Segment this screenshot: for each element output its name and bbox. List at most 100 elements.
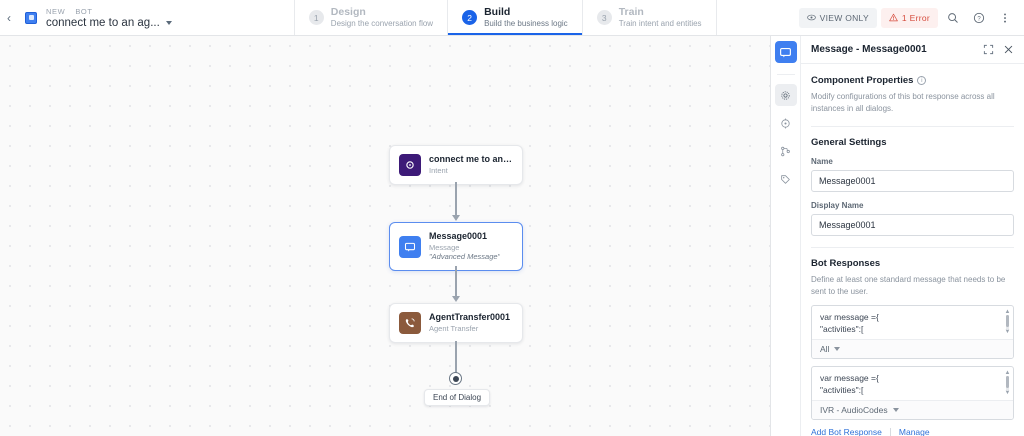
more-vertical-icon[interactable] — [994, 7, 1016, 29]
panel-title: Message - Message0001 — [811, 44, 927, 55]
close-icon[interactable] — [1001, 42, 1016, 57]
node-note: "Advanced Message" — [429, 252, 501, 262]
view-only-label: VIEW ONLY — [819, 12, 869, 23]
code-line: var message ={ — [820, 312, 879, 322]
help-circle-icon[interactable]: ? — [968, 7, 990, 29]
display-name-field-group: Display Name — [811, 201, 1014, 236]
node-type: Intent — [429, 165, 448, 175]
divider — [811, 247, 1014, 248]
code-line: "activities":[ — [820, 385, 864, 396]
manage-link[interactable]: Manage — [898, 427, 930, 436]
properties-panel: Message - Message0001 — [770, 36, 1024, 436]
bot-response-code[interactable]: var message ={ "activities":[ ▲ ▼ — [812, 306, 1013, 340]
scroll-down-icon[interactable]: ▼ — [1004, 390, 1011, 397]
node-name: AgentTransfer0001 — [429, 312, 511, 323]
flow-arrow-icon — [451, 215, 460, 221]
bot-response-code[interactable]: var message ={ "activities":[ ▲ ▼ — [812, 367, 1013, 401]
branch-icon[interactable] — [775, 140, 797, 162]
expand-icon[interactable] — [981, 42, 996, 57]
gear-icon[interactable] — [774, 84, 797, 106]
step-subtitle: Build the business logic — [484, 19, 568, 29]
back-icon[interactable]: ‹ — [7, 10, 11, 25]
flow-canvas[interactable]: connect me to an a... Intent Message0001… — [0, 36, 770, 436]
panel-header: Message - Message0001 — [801, 36, 1024, 64]
tab-build[interactable]: 2 Build Build the business logic — [447, 0, 582, 35]
channel-label: All — [820, 344, 830, 354]
tag-icon[interactable] — [775, 168, 797, 190]
flow-node-agent-transfer[interactable]: AgentTransfer0001 Agent Transfer — [389, 303, 523, 343]
divider — [811, 126, 1014, 127]
channel-label: IVR - AudioCodes — [820, 405, 888, 415]
flow-edge — [455, 266, 457, 298]
panel-icon-rail — [771, 36, 801, 436]
tab-train[interactable]: 3 Train Train intent and entities — [581, 0, 717, 35]
flow-edge — [455, 182, 457, 217]
channel-select[interactable]: All — [812, 340, 1013, 358]
general-settings-title: General Settings — [811, 137, 887, 148]
eye-icon — [806, 14, 816, 21]
top-bar-actions: VIEW ONLY 1 Error ? — [798, 0, 1024, 35]
bot-responses-description: Define at least one standard message tha… — [811, 275, 1006, 296]
top-bar: ‹ NEW BOT connect me to an ag... 1 Desig… — [0, 0, 1024, 36]
channel-select[interactable]: IVR - AudioCodes — [812, 401, 1013, 419]
message-icon — [399, 235, 421, 258]
end-node-icon[interactable] — [449, 372, 462, 385]
intent-icon — [399, 154, 421, 176]
flow-node-intent[interactable]: connect me to an a... Intent — [389, 145, 523, 185]
bot-response-item: var message ={ "activities":[ ▲ ▼ All — [811, 305, 1014, 359]
scroll-down-icon[interactable]: ▼ — [1004, 329, 1011, 336]
scrollbar[interactable]: ▲ ▼ — [1004, 308, 1011, 337]
component-properties-header: Component Properties i — [811, 75, 1014, 86]
flow-node-message[interactable]: Message0001 Message "Advanced Message" — [389, 222, 523, 272]
bot-response-links: Add Bot Response Manage — [811, 427, 1014, 436]
component-properties-description: Modify configurations of this bot respon… — [811, 92, 995, 113]
bot-name-label: connect me to an ag... — [46, 16, 160, 29]
error-count-label: 1 Error — [901, 12, 930, 23]
scroll-up-icon[interactable]: ▲ — [1004, 309, 1011, 315]
display-name-input[interactable] — [811, 214, 1014, 236]
search-icon[interactable] — [942, 7, 964, 29]
svg-text:?: ? — [977, 16, 981, 22]
name-field-group: Name — [811, 157, 1014, 192]
step-number: 2 — [462, 10, 478, 25]
step-number: 1 — [308, 10, 324, 25]
code-line: "activities":[ — [820, 324, 864, 335]
name-input[interactable] — [811, 170, 1014, 192]
scrollbar[interactable]: ▲ ▼ — [1004, 369, 1011, 398]
code-line: var message ={ — [820, 373, 879, 383]
target-icon[interactable] — [775, 112, 797, 134]
node-type: Message — [429, 242, 460, 252]
step-title: Design — [330, 5, 366, 18]
chevron-down-icon — [892, 408, 899, 412]
link-divider — [889, 427, 891, 436]
bot-response-item: var message ={ "activities":[ ▲ ▼ IVR - … — [811, 366, 1014, 420]
step-title: Build — [484, 5, 511, 18]
info-icon[interactable]: i — [917, 76, 927, 85]
flow-arrow-icon — [451, 296, 460, 302]
message-panel-icon[interactable] — [774, 41, 797, 63]
name-label: Name — [811, 157, 833, 166]
chevron-down-icon[interactable] — [165, 20, 172, 25]
display-name-label: Display Name — [811, 201, 864, 210]
agent-transfer-icon — [399, 312, 421, 334]
step-subtitle: Train intent and entities — [618, 19, 702, 29]
rail-divider — [776, 74, 795, 75]
tab-design[interactable]: 1 Design Design the conversation flow — [293, 0, 447, 35]
breadcrumb-bot: BOT — [75, 6, 93, 16]
scroll-up-icon[interactable]: ▲ — [1004, 370, 1011, 376]
end-of-dialog-label: End of Dialog — [424, 389, 491, 406]
app-logo-icon[interactable] — [18, 0, 44, 35]
node-name: connect me to an a... — [429, 154, 513, 165]
error-badge[interactable]: 1 Error — [880, 7, 938, 28]
flow-edge — [455, 341, 457, 373]
panel-content[interactable]: Component Properties i Modify configurat… — [801, 64, 1024, 436]
add-bot-response-link[interactable]: Add Bot Response — [811, 427, 882, 436]
breadcrumb: NEW BOT connect me to an ag... — [44, 0, 172, 35]
chevron-down-icon — [834, 347, 841, 351]
step-number: 3 — [596, 10, 612, 25]
breadcrumb-new: NEW — [46, 6, 66, 16]
workflow-steps: 1 Design Design the conversation flow 2 … — [293, 0, 717, 35]
node-name: Message0001 — [429, 231, 488, 241]
view-only-badge[interactable]: VIEW ONLY — [798, 7, 877, 28]
